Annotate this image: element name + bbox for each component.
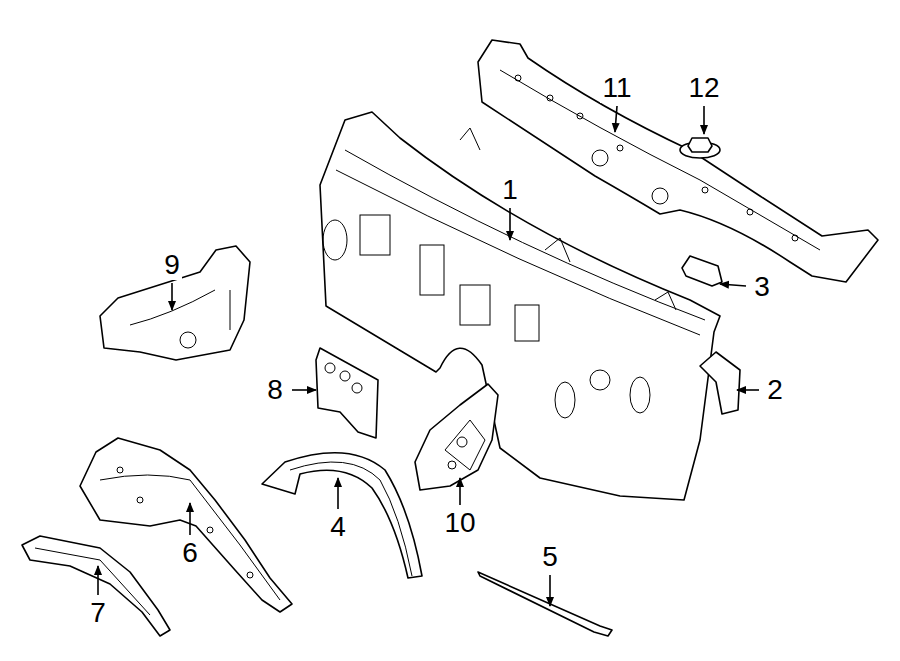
upper-rail xyxy=(22,536,170,636)
side-bracket xyxy=(415,384,498,490)
callout-number: 1 xyxy=(500,175,520,205)
callout-number: 2 xyxy=(765,375,785,405)
reinforcement-plate xyxy=(316,348,378,438)
callout-number: 3 xyxy=(752,272,772,302)
flange-nut xyxy=(680,138,720,158)
callout-number: 9 xyxy=(162,250,182,280)
dash-panel xyxy=(320,112,720,500)
leader-lines xyxy=(98,106,759,606)
callout-number: 5 xyxy=(540,542,560,572)
seal-strip xyxy=(478,572,612,636)
wheelhouse-extension xyxy=(100,246,250,360)
callout-number: 11 xyxy=(600,73,633,103)
callout-number: 12 xyxy=(686,73,721,103)
bracket xyxy=(682,256,722,286)
bracket xyxy=(700,352,740,414)
callout-number: 6 xyxy=(180,538,200,568)
callout-number: 4 xyxy=(328,512,348,542)
wheelhouse-arch xyxy=(262,453,422,578)
callout-number: 10 xyxy=(442,508,477,538)
callout-number: 7 xyxy=(88,598,108,628)
callout-number: 8 xyxy=(265,375,285,405)
